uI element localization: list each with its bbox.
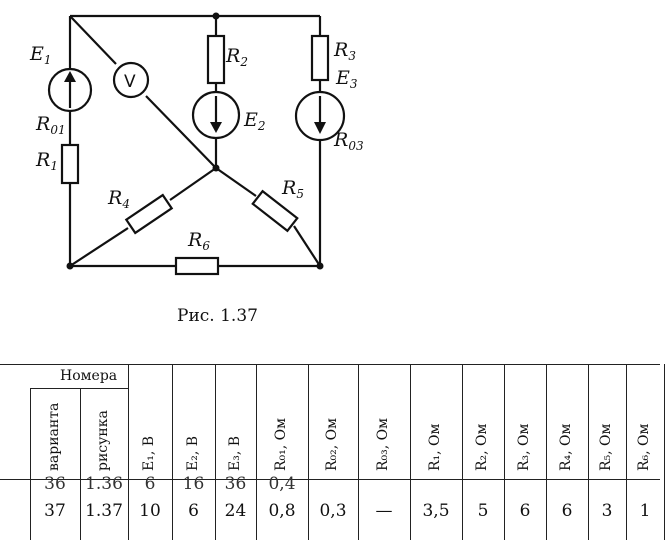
table-cell-partial — [625, 484, 665, 491]
table-cell: 1 — [639, 501, 651, 521]
node-bottom-left — [66, 262, 74, 270]
node-bottom-right — [316, 262, 324, 270]
table-cell-partial — [547, 484, 587, 491]
node-center — [212, 164, 220, 172]
column-header: R₂, Ом — [474, 423, 490, 471]
column-header: E₁, В — [141, 435, 157, 471]
column-divider — [172, 364, 173, 540]
table-cell: 10 — [139, 501, 161, 521]
source-E2 — [191, 90, 241, 140]
table-cell-partial — [463, 484, 503, 491]
column-header: E₃, В — [226, 435, 243, 471]
source-E3 — [294, 90, 346, 142]
column-divider — [462, 364, 463, 540]
column-divider — [256, 364, 257, 540]
label-R1: R1 — [35, 149, 58, 173]
label-R03: R03 — [333, 129, 364, 153]
label-R3: R3 — [333, 39, 356, 63]
source-E1 — [47, 67, 93, 113]
resistor-R1 — [60, 143, 80, 185]
column-divider — [215, 364, 216, 540]
table-cell-partial — [505, 484, 545, 491]
column-divider — [664, 364, 665, 540]
resistor-R3 — [310, 34, 330, 82]
group-rule — [30, 388, 128, 389]
circuit-diagram: V E1 R01 R1 R2 E2 R3 E3 R03 R4 R5 R6 — [29, 12, 364, 276]
table-cell: 5 — [477, 501, 489, 521]
data-table: Номера варианта рисунка E₁, В E₂, В E₃, В R₀₁… — [0, 356, 668, 540]
column-header: рисунка — [95, 410, 111, 471]
label-R6: R6 — [187, 229, 210, 253]
column-divider — [358, 364, 359, 540]
column-header: R₀₂, Ом — [324, 417, 340, 471]
table-cell-partial: 6 — [144, 474, 156, 494]
table-cell-partial — [416, 484, 456, 491]
column-divider — [410, 364, 411, 540]
column-divider — [30, 388, 31, 540]
column-divider — [504, 364, 505, 540]
resistor-R5 — [251, 189, 299, 233]
column-header: R₀₃, Ом — [375, 417, 391, 471]
column-divider — [80, 388, 81, 540]
resistor-R6 — [174, 256, 220, 276]
table-cell: 37 — [44, 501, 66, 521]
voltmeter: V — [112, 61, 150, 99]
table-top-rule — [0, 364, 660, 365]
column-header: R₃, Ом — [516, 423, 532, 471]
column-divider — [128, 364, 129, 540]
column-divider — [546, 364, 547, 540]
column-header: E₂, В — [184, 435, 201, 471]
table-cell: 1.37 — [85, 501, 123, 521]
resistor-R2 — [206, 34, 226, 85]
label-E2: E2 — [243, 109, 266, 133]
table-cell-partial: 1.36 — [85, 474, 123, 494]
column-header: R₆, Ом — [636, 423, 652, 471]
table-cell-partial — [587, 484, 627, 491]
label-R4: R4 — [107, 187, 130, 211]
table-cell-partial — [364, 484, 404, 491]
column-header: R₄, Ом — [558, 423, 574, 471]
column-header: R₀₁, Ом — [273, 417, 289, 471]
table-cell-partial: 16 — [182, 474, 205, 494]
table-cell: 6 — [188, 501, 199, 521]
header-bottom-rule — [0, 479, 660, 480]
label-R01: R01 — [35, 113, 66, 137]
column-header: варианта — [46, 402, 62, 471]
figure-caption: Рис. 1.37 — [177, 306, 258, 326]
table-cell: — — [375, 501, 393, 521]
table-cell-partial: 36 — [44, 474, 66, 494]
table-cell: 3 — [601, 501, 613, 521]
table-cell-partial: 0,4 — [268, 474, 296, 494]
table-cell: 3,5 — [422, 501, 450, 521]
table-cell: 24 — [224, 501, 247, 521]
group-header: Номера — [60, 368, 118, 384]
label-R5: R5 — [281, 177, 304, 201]
column-divider — [308, 364, 309, 540]
label-E3: E3 — [335, 67, 358, 91]
table-cell: 6 — [561, 501, 573, 521]
column-header: R₁, Ом — [427, 423, 443, 471]
node-top-middle — [212, 12, 220, 20]
column-header: R₅, Ом — [598, 423, 614, 471]
voltmeter-label: V — [124, 72, 136, 92]
table-cell-partial — [313, 484, 353, 491]
resistor-R4 — [124, 193, 174, 235]
table-cell: 0,8 — [268, 501, 296, 521]
table-cell-partial: 36 — [224, 474, 247, 494]
table-cell: 6 — [519, 501, 531, 521]
label-E1: E1 — [29, 43, 52, 67]
label-R2: R2 — [225, 45, 248, 69]
column-divider — [588, 364, 589, 540]
table-cell: 0,3 — [319, 501, 347, 521]
column-divider — [626, 364, 627, 540]
